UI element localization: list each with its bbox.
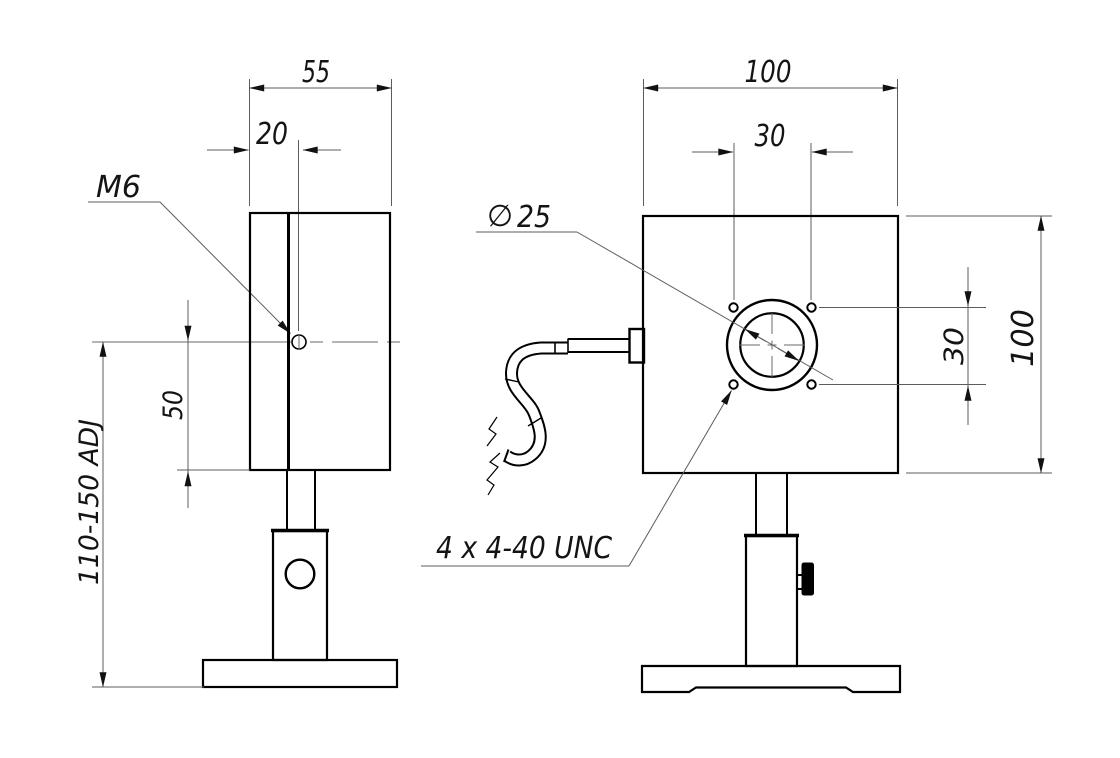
thread-callout-label: M6	[96, 170, 141, 205]
post-front	[744, 534, 799, 668]
dimension-front-width: 100	[643, 55, 898, 206]
connector-flange	[628, 327, 646, 364]
dimension-hole-offset: 20	[207, 117, 341, 331]
dim-hole-spacing-v-label: 30	[939, 327, 970, 365]
mounting-holes-label: 4 x 4-40 UNC	[436, 531, 612, 566]
aperture-callout: ∅ 25	[476, 199, 834, 381]
sensor-body-side	[248, 211, 392, 472]
mounting-hole	[728, 379, 739, 390]
front-view: 100 30 ∅ 25	[421, 55, 1052, 694]
dimension-front-height: 100	[906, 215, 1052, 474]
mounting-hole	[728, 302, 739, 313]
cable	[486, 327, 646, 496]
diameter-arrow	[777, 348, 800, 362]
base-front	[640, 664, 902, 694]
aperture-outer-circle	[725, 298, 819, 392]
diameter-arrow	[744, 328, 767, 342]
dimension-hole-spacing-horizontal: 30	[692, 119, 853, 300]
break-line	[486, 452, 501, 496]
base-side	[201, 658, 399, 689]
cable-end	[503, 449, 510, 463]
clamp-knob	[284, 558, 316, 590]
dim-front-height-label: 100	[1006, 309, 1041, 367]
cable-joint	[527, 417, 542, 427]
mounting-holes-callout: 4 x 4-40 UNC	[421, 390, 732, 567]
break-line	[486, 416, 498, 447]
dim-front-width-label: 100	[745, 55, 792, 90]
mounting-hole	[806, 302, 817, 313]
dim-hole-spacing-h-label: 30	[755, 119, 786, 154]
dim-side-width-label: 55	[302, 55, 330, 90]
leader-line	[628, 390, 732, 567]
dimension-hole-spacing-vertical: 30	[939, 267, 972, 425]
mounting-hole	[806, 379, 817, 390]
dim-hole-height-label: 50	[158, 390, 189, 420]
dimension-side-width: 55	[249, 55, 392, 206]
dim-hole-offset-label: 20	[256, 117, 288, 152]
dim-height-adjust-label: 110-150 ADJ	[74, 419, 105, 585]
post-side	[271, 529, 329, 662]
side-view: 55 20 M6	[74, 55, 406, 689]
thumbscrew-knob	[801, 562, 814, 596]
cable-joint	[504, 378, 520, 383]
aperture-diameter-label: 25	[517, 200, 551, 235]
dimension-height-adjust: 110-150 ADJ	[74, 341, 204, 688]
leader-line	[88, 201, 291, 334]
diameter-symbol: ∅	[487, 199, 513, 234]
thread-callout: M6	[88, 170, 291, 334]
dimension-hole-height: 50	[158, 300, 250, 508]
